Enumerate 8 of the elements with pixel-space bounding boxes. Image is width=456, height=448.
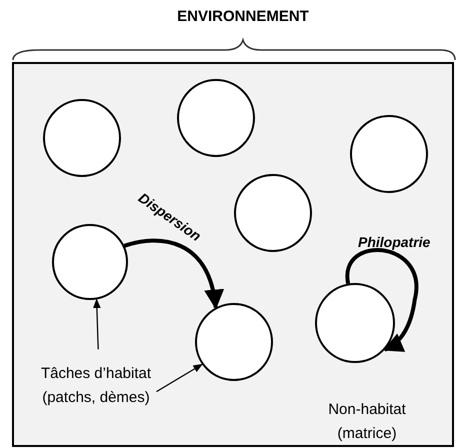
leader-line — [93, 298, 101, 350]
edge-label: Philopatrie — [358, 233, 430, 252]
curved-arrow — [124, 238, 223, 310]
patch-label: Tâches d’habitat (patchs, dèmes) — [40, 364, 152, 408]
leader-line — [156, 364, 203, 392]
matrix-label: Non-habitat (matrice) — [327, 400, 407, 444]
heading: ENVIRONNEMENT — [176, 7, 310, 27]
curved-arrow — [346, 248, 418, 352]
